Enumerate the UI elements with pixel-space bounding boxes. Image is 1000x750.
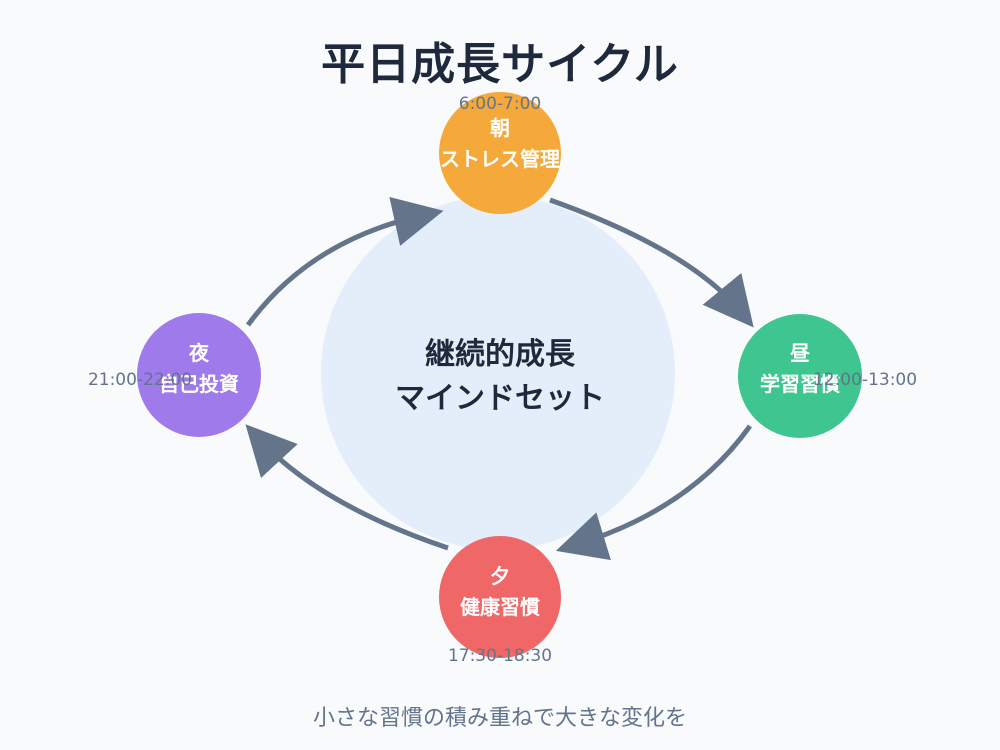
evening-time: 17:30-18:30 bbox=[447, 646, 553, 666]
evening-habit: 健康習慣 bbox=[460, 595, 540, 619]
arrow-morning-to-noon bbox=[549, 197, 754, 328]
evening-period: 夕 bbox=[490, 564, 510, 588]
arrow-evening-to-night bbox=[245, 424, 449, 551]
night-node-label: 夜 自己投資 bbox=[109, 338, 289, 400]
morning-period: 朝 bbox=[490, 116, 510, 140]
night-period: 夜 bbox=[189, 341, 209, 365]
morning-habit: ストレス管理 bbox=[440, 147, 560, 171]
center-label-line1: 継続的成長 bbox=[425, 337, 575, 372]
noon-node-circle bbox=[738, 314, 862, 438]
center-label-line2: マインドセット bbox=[395, 381, 605, 416]
night-time: 21:00-22:00 bbox=[87, 370, 193, 390]
noon-habit: 学習習慣 bbox=[760, 372, 840, 396]
evening-node-circle bbox=[439, 536, 561, 658]
page-title: 平日成長サイクル bbox=[321, 39, 679, 90]
night-habit: 自己投資 bbox=[159, 372, 239, 396]
evening-node-label: 夕 健康習慣 bbox=[410, 561, 590, 623]
morning-node-label: 朝 ストレス管理 bbox=[410, 113, 590, 175]
arrow-night-to-morning bbox=[245, 197, 444, 327]
noon-time: 12:00-13:00 bbox=[812, 370, 918, 390]
morning-node-circle bbox=[439, 92, 561, 214]
morning-time: 6:00-7:00 bbox=[458, 94, 542, 114]
night-node-circle bbox=[137, 313, 261, 437]
arrow-noon-to-evening bbox=[555, 424, 753, 561]
noon-period: 昼 bbox=[790, 341, 810, 365]
noon-node-label: 昼 学習習慣 bbox=[710, 338, 890, 400]
center-label: 継続的成長 マインドセット bbox=[300, 333, 700, 421]
center-circle bbox=[321, 196, 675, 550]
footer-caption: 小さな習慣の積み重ねで大きな変化を bbox=[312, 706, 687, 731]
